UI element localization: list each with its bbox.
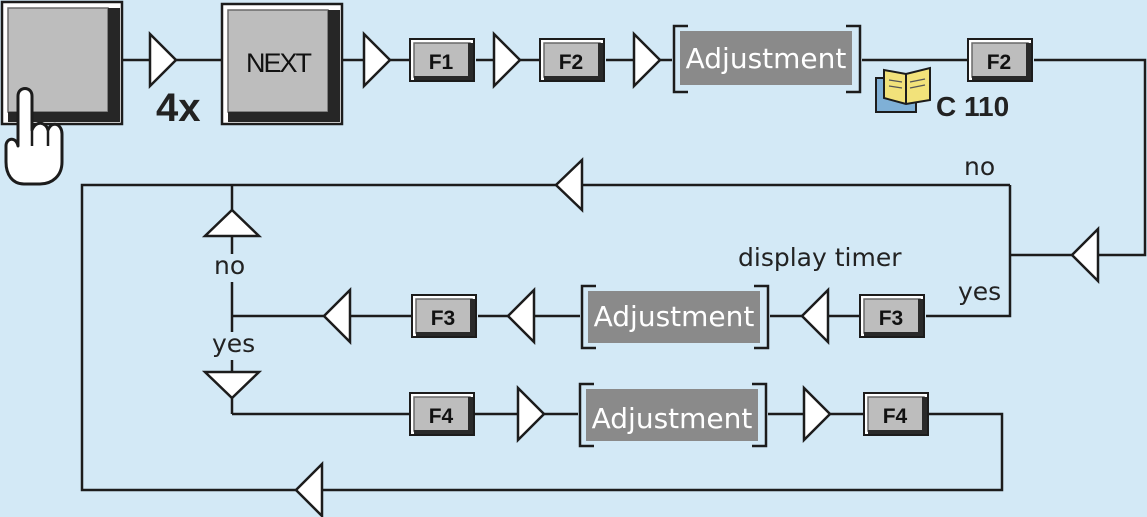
- display-timer-label: display timer: [738, 243, 902, 272]
- start-key[interactable]: [0, 0, 124, 126]
- f4-key-confirm[interactable]: F4: [863, 392, 929, 436]
- f4-key-label: F4: [883, 405, 908, 428]
- no-label: no: [214, 251, 245, 280]
- arrow-left: [322, 286, 352, 346]
- yes-label: yes: [958, 277, 1001, 306]
- yes-label: yes: [212, 329, 255, 358]
- adjustment-box-top[interactable]: Adjustment: [672, 24, 862, 94]
- f4-key-label: F4: [429, 405, 454, 428]
- next-key-label: NEXT: [246, 48, 312, 78]
- f3-key-label: F3: [879, 307, 904, 330]
- repeat-count: 4x: [156, 86, 201, 130]
- f2-key-label: F2: [559, 51, 584, 74]
- book-icon: [875, 66, 931, 113]
- arrow-left: [1070, 225, 1100, 285]
- f3-key-confirm[interactable]: F3: [411, 294, 477, 338]
- f2-key-label: F2: [987, 51, 1012, 74]
- arrow-right: [632, 30, 662, 90]
- adjustment-box-bottom[interactable]: Adjustment: [578, 382, 768, 448]
- f4-key[interactable]: F4: [409, 392, 475, 436]
- arrow-left: [294, 460, 324, 517]
- arrow-down: [201, 370, 263, 400]
- f3-key-label: F3: [431, 307, 456, 330]
- arrow-right: [148, 30, 178, 90]
- arrow-left: [554, 157, 584, 213]
- f3-key-timer[interactable]: F3: [859, 294, 925, 338]
- adjustment-box-middle[interactable]: Adjustment: [580, 284, 770, 350]
- f2-key-confirm[interactable]: F2: [967, 38, 1033, 82]
- f1-key-label: F1: [429, 51, 454, 74]
- f2-key[interactable]: F2: [539, 38, 605, 82]
- arrow-up: [201, 208, 263, 238]
- f1-key[interactable]: F1: [409, 38, 475, 82]
- arrow-right: [802, 384, 832, 444]
- arrow-right: [516, 384, 546, 444]
- next-key[interactable]: NEXT: [220, 2, 344, 126]
- adjustment-label: Adjustment: [592, 402, 753, 435]
- arrow-right: [492, 30, 522, 90]
- hand-pointer-icon: [4, 87, 64, 186]
- adjustment-label: Adjustment: [686, 42, 847, 75]
- arrow-left: [800, 286, 830, 346]
- manual-reference: C 110: [936, 91, 1009, 122]
- adjustment-label: Adjustment: [594, 300, 755, 333]
- arrow-left: [506, 286, 536, 346]
- arrow-right: [362, 30, 392, 90]
- no-label: no: [964, 152, 995, 181]
